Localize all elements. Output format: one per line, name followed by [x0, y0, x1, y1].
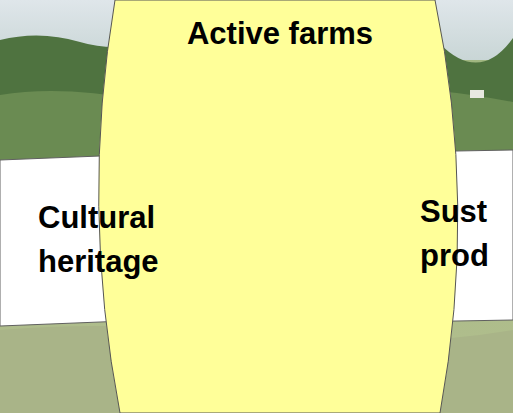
node-label: Sust prod	[420, 190, 508, 278]
node-label: Cultural heritage	[38, 196, 188, 284]
text-holder: Cultural heritage	[38, 196, 188, 284]
text-box: Cultural heritage	[38, 196, 188, 296]
text-box: Sust prod	[420, 190, 508, 290]
node-label: Active farms	[180, 12, 380, 56]
text-holder: Sust prod	[420, 190, 508, 278]
text-holder: Active farms	[80, 12, 480, 56]
